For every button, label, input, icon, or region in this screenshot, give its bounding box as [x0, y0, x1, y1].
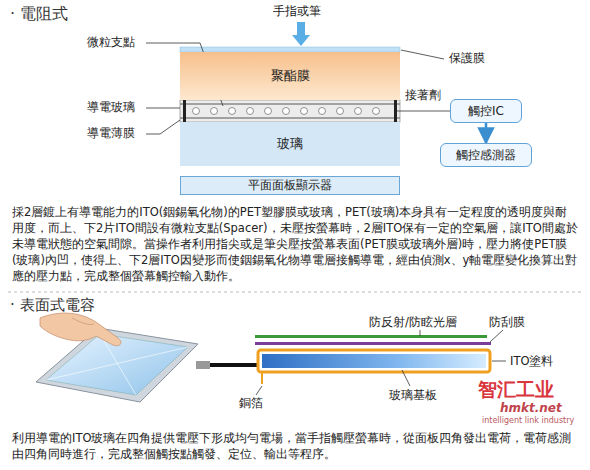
process-box: 觸控感測器 [440, 143, 532, 167]
section-heading: · 表面式電容 [10, 296, 95, 315]
leader-lines-2 [256, 330, 506, 395]
layer-band: 平面面板顯示器 [180, 176, 400, 195]
part-label: 防反射/防眩光層 [368, 315, 458, 329]
layer-band: 玻璃 [180, 122, 400, 166]
part-label: 銅箔 [238, 396, 264, 410]
process-box: 觸控IC [450, 99, 522, 123]
node-text: 玻璃 [277, 135, 303, 153]
node-text: 觸控IC [468, 103, 504, 120]
capacitive-layers [255, 335, 491, 384]
layer-band: 聚酯膜 [180, 52, 400, 100]
tablet-hand [36, 313, 198, 402]
press-arrow [292, 22, 310, 46]
part-label: 防刮膜 [488, 315, 526, 329]
cable [196, 361, 258, 369]
watermark: intelligent link industry [482, 416, 574, 426]
part-label: 玻璃基板 [388, 388, 438, 402]
part-label: 微粒支點 [86, 35, 136, 50]
node-text: 觸控感測器 [456, 147, 516, 164]
separator [8, 292, 582, 293]
watermark: hmkt.net [500, 401, 562, 416]
leader-lines [146, 43, 450, 134]
node-text: 聚酯膜 [271, 67, 310, 85]
description-text: 利用導電的ITO玻璃在四角提供電壓下形成均勻電場，當手指觸壓螢幕時，從面板四角發… [12, 430, 578, 462]
watermark: 智汇工业 [478, 378, 554, 402]
part-label: ITO塗料 [509, 354, 554, 368]
conductive-layer [180, 100, 400, 122]
flow-arrow [485, 123, 488, 143]
part-label: 保護膜 [448, 51, 486, 66]
part-label: 導電薄膜 [86, 126, 136, 141]
part-label: 手指或筆 [272, 4, 322, 19]
node-text: 平面面板顯示器 [248, 177, 332, 194]
part-label: 接著劑 [404, 88, 442, 103]
part-label: 導電玻璃 [86, 100, 136, 115]
section-heading: · 電阻式 [10, 4, 68, 24]
description-text: 採2層鍍上有導電能力的ITO(銦錫氧化物)的PET塑膠膜或玻璃，PET(玻璃)本… [12, 204, 578, 284]
